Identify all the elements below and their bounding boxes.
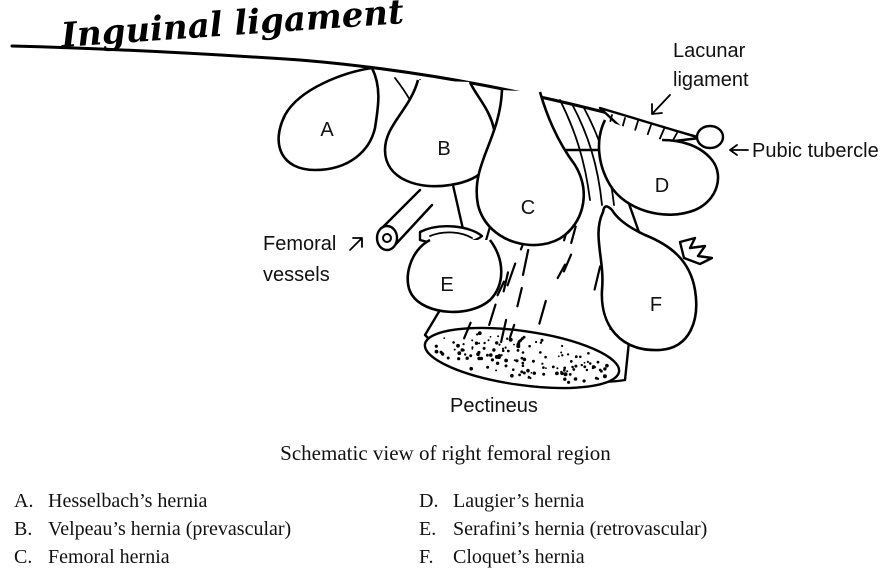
legend-item: A.Hesselbach’s hernia (14, 487, 291, 515)
legend-text: Cloquet’s hernia (453, 546, 585, 568)
legend-text: Hesselbach’s hernia (48, 490, 207, 512)
legend-text: Laugier’s hernia (453, 490, 584, 512)
femoral-label-line1: Femoral (263, 233, 336, 255)
legend-text: Serafini’s hernia (retrovascular) (453, 518, 707, 540)
sac-e: E (408, 240, 502, 312)
femoral-label-line2: vessels (263, 264, 330, 286)
sac-f: F (598, 206, 696, 350)
legend-item: D.Laugier’s hernia (419, 487, 707, 515)
legend-item: F.Cloquet’s hernia (419, 543, 707, 571)
sac-b-letter: B (437, 138, 450, 160)
legend-right-column: D.Laugier’s hernia E.Serafini’s hernia (… (419, 487, 707, 571)
legend-key: E. (419, 515, 453, 543)
pubic-tubercle (697, 126, 723, 148)
sac-e-letter: E (440, 274, 453, 296)
sac-f-letter: F (650, 294, 662, 316)
lacunar-arrow (652, 95, 670, 114)
legend-key: D. (419, 487, 453, 515)
femoral-arrow (350, 238, 362, 250)
legend-left-column: A.Hesselbach’s hernia B.Velpeau’s hernia… (14, 487, 291, 571)
sac-a: A (279, 68, 379, 170)
legend-key: B. (14, 515, 48, 543)
legend-item: C.Femoral hernia (14, 543, 291, 571)
lacunar-label-line2: ligament (673, 69, 749, 91)
pectineus-label: Pectineus (450, 395, 538, 417)
pubic-arrow (730, 145, 748, 155)
saphenous-stub (680, 238, 712, 264)
pubic-tubercle-label: Pubic tubercle (752, 140, 879, 162)
inguinal-ligament-title: Inguinal ligament (59, 0, 405, 56)
sac-c: C (477, 90, 584, 245)
sac-a-letter: A (320, 119, 334, 141)
lacunar-label-line1: Lacunar (673, 40, 746, 62)
legend-key: F. (419, 543, 453, 571)
figure-caption: Schematic view of right femoral region (0, 441, 891, 466)
legend-text: Femoral hernia (48, 546, 170, 568)
legend-key: A. (14, 487, 48, 515)
sac-c-letter: C (521, 197, 535, 219)
sac-d-letter: D (655, 175, 669, 197)
legend-text: Velpeau’s hernia (prevascular) (48, 518, 291, 540)
legend-key: C. (14, 543, 48, 571)
legend-item: E.Serafini’s hernia (retrovascular) (419, 515, 707, 543)
legend-item: B.Velpeau’s hernia (prevascular) (14, 515, 291, 543)
